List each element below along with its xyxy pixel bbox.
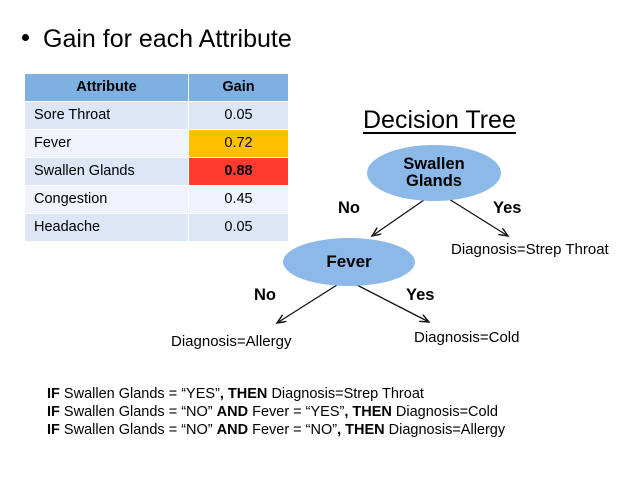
page-title-text: Gain for each Attribute <box>43 25 292 53</box>
rule-text: Fever = “NO” <box>252 422 338 438</box>
edge-fever-yes <box>356 284 429 322</box>
rule-text: Swallen Glands = “NO” <box>63 404 217 420</box>
cell-attribute: Congestion <box>24 185 189 214</box>
node-label-line1: Swallen <box>403 154 465 173</box>
rule-line: IF Swallen Glands = “YES”, THEN Diagnosi… <box>47 385 505 403</box>
bullet-icon <box>22 34 29 41</box>
rule-line: IF Swallen Glands = “NO” AND Fever = “NO… <box>47 421 505 439</box>
rule-keyword: IF <box>47 404 64 420</box>
rule-keyword: , THEN <box>219 386 272 402</box>
cell-attribute: Sore Throat <box>24 101 189 130</box>
table-row: Fever 0.72 <box>24 129 289 158</box>
cell-gain-highlighted-amber: 0.72 <box>188 129 289 158</box>
leaf-node-cold: Diagnosis=Cold <box>414 329 520 346</box>
rule-keyword: IF <box>47 422 64 438</box>
edge-label-swollen-glands-no: No <box>338 199 360 217</box>
rule-keyword: , THEN <box>344 404 396 420</box>
cell-attribute: Headache <box>24 213 189 242</box>
tree-node-swollen-glands-label: Swallen Glands <box>403 154 465 191</box>
leaf-node-allergy: Diagnosis=Allergy <box>171 333 292 350</box>
edge-label-fever-no: No <box>254 286 276 304</box>
cell-attribute: Fever <box>24 129 189 158</box>
rule-keyword: , THEN <box>337 422 389 438</box>
edge-swollen-glands-yes <box>448 198 508 236</box>
column-header-gain: Gain <box>188 73 289 102</box>
column-header-attribute: Attribute <box>24 73 189 102</box>
table-row: Sore Throat 0.05 <box>24 101 289 130</box>
rules-list: IF Swallen Glands = “YES”, THEN Diagnosi… <box>47 385 505 439</box>
edge-swollen-glands-no <box>372 199 425 236</box>
table-row: Headache 0.05 <box>24 213 289 242</box>
rule-keyword: AND <box>216 422 253 438</box>
rule-keyword: AND <box>216 404 253 420</box>
leaf-node-strep-throat: Diagnosis=Strep Throat <box>451 241 609 258</box>
rule-keyword: IF <box>47 386 64 402</box>
gain-table: Attribute Gain Sore Throat 0.05 Fever 0.… <box>24 73 289 242</box>
tree-node-fever-label: Fever <box>326 252 372 272</box>
rule-line: IF Swallen Glands = “NO” AND Fever = “YE… <box>47 403 505 421</box>
table-header-row: Attribute Gain <box>24 73 289 102</box>
decision-tree-title: Decision Tree <box>363 106 516 134</box>
rule-text: Fever = “YES” <box>252 404 345 420</box>
page-title: Gain for each Attribute <box>22 27 292 52</box>
cell-gain: 0.45 <box>188 185 289 214</box>
table-row: Congestion 0.45 <box>24 185 289 214</box>
cell-gain: 0.05 <box>188 101 289 130</box>
rule-text: Swallen Glands = “YES” <box>63 386 220 402</box>
edge-label-fever-yes: Yes <box>406 286 435 304</box>
cell-gain-highlighted-red: 0.88 <box>188 157 289 186</box>
rule-text: Swallen Glands = “NO” <box>63 422 217 438</box>
tree-node-swollen-glands: Swallen Glands <box>367 145 501 201</box>
table-row: Swallen Glands 0.88 <box>24 157 289 186</box>
cell-attribute: Swallen Glands <box>24 157 189 186</box>
rule-text: Diagnosis=Allergy <box>388 422 506 438</box>
cell-gain: 0.05 <box>188 213 289 242</box>
node-label-line2: Glands <box>406 172 462 190</box>
rule-text: Diagnosis=Cold <box>395 404 498 420</box>
tree-node-fever: Fever <box>283 238 415 286</box>
rule-text: Diagnosis=Strep Throat <box>271 386 424 402</box>
edge-fever-no <box>277 284 338 323</box>
edge-label-swollen-glands-yes: Yes <box>493 199 522 217</box>
